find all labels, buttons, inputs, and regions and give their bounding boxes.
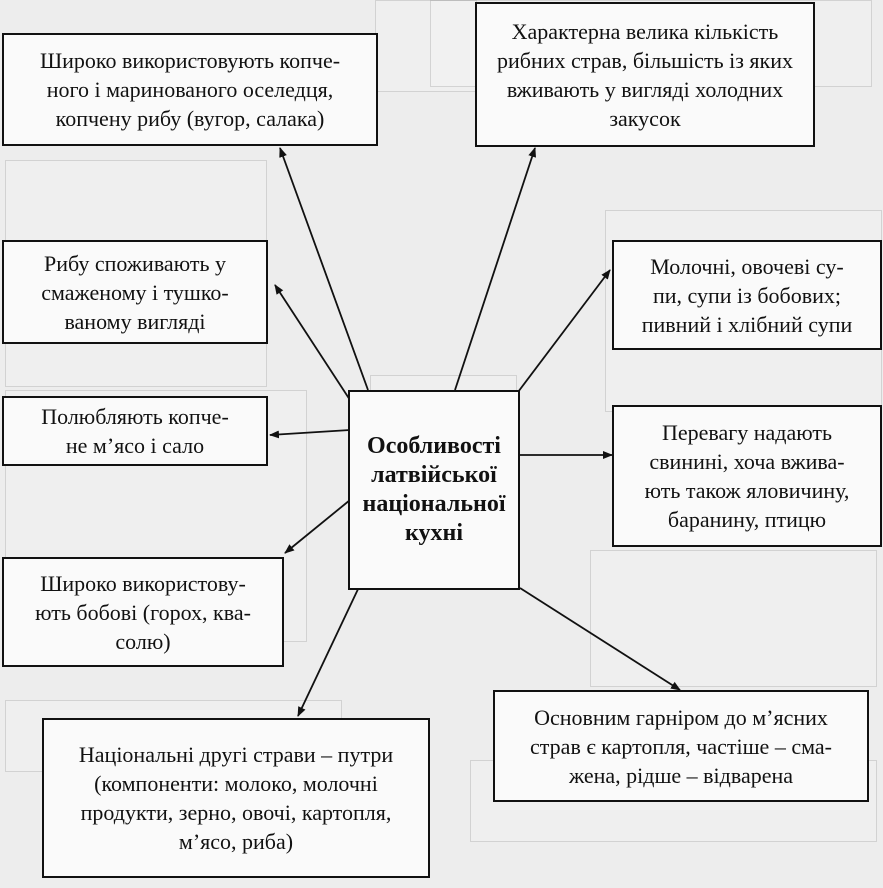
arrow-to-cooked-fish-box <box>274 284 351 401</box>
cooked-fish-box: Рибу споживають у смаженому і тушко- ван… <box>2 240 268 344</box>
putry-text: Національні другі страви – путри (компон… <box>78 742 394 854</box>
pork-box: Перевагу надають свинині, хоча вжива- ют… <box>612 405 882 547</box>
arrow-to-fish-dishes-box <box>454 147 536 391</box>
background-ghost-box <box>375 0 477 92</box>
arrow-to-garnish-box <box>519 587 681 691</box>
garnish-box: Основним гарніром до м’ясних страв є кар… <box>493 690 869 802</box>
smoked-meat-box: Полюбляють копче- не м’ясо і сало <box>2 396 268 466</box>
cooked-fish-text: Рибу споживають у смаженому і тушко- ван… <box>41 250 229 334</box>
arrow-to-smoked-meat-box <box>269 429 351 439</box>
arrow-to-putry-box <box>297 567 369 717</box>
herring-box: Широко використовують копче- ного і мари… <box>2 33 378 146</box>
pork-text: Перевагу надають свинині, хоча вжива- ют… <box>644 420 850 532</box>
arrow-to-beans-box <box>284 499 351 554</box>
garnish-text: Основним гарніром до м’ясних страв є кар… <box>530 704 832 788</box>
beans-text: Широко використову- ють бобові (горох, к… <box>35 570 251 654</box>
fish-dishes-box: Характерна велика кількість рибних страв… <box>475 2 815 147</box>
putry-box: Національні другі страви – путри (компон… <box>42 718 430 878</box>
soups-box: Молочні, овочеві су- пи, супи із бобових… <box>612 240 882 350</box>
arrow-to-soups-box <box>511 269 611 401</box>
center-topic-box: Особливості латвійської національної кух… <box>348 390 520 590</box>
smoked-meat-text: Полюбляють копче- не м’ясо і сало <box>41 404 229 458</box>
arrow-to-herring-box <box>279 147 369 391</box>
soups-text: Молочні, овочеві су- пи, супи із бобових… <box>641 253 853 337</box>
center-topic-title: Особливості латвійської національної кух… <box>362 433 506 546</box>
beans-box: Широко використову- ють бобові (горох, к… <box>2 557 284 667</box>
fish-dishes-text: Характерна велика кількість рибних страв… <box>497 18 793 131</box>
herring-text: Широко використовують копче- ного і мари… <box>39 48 341 131</box>
